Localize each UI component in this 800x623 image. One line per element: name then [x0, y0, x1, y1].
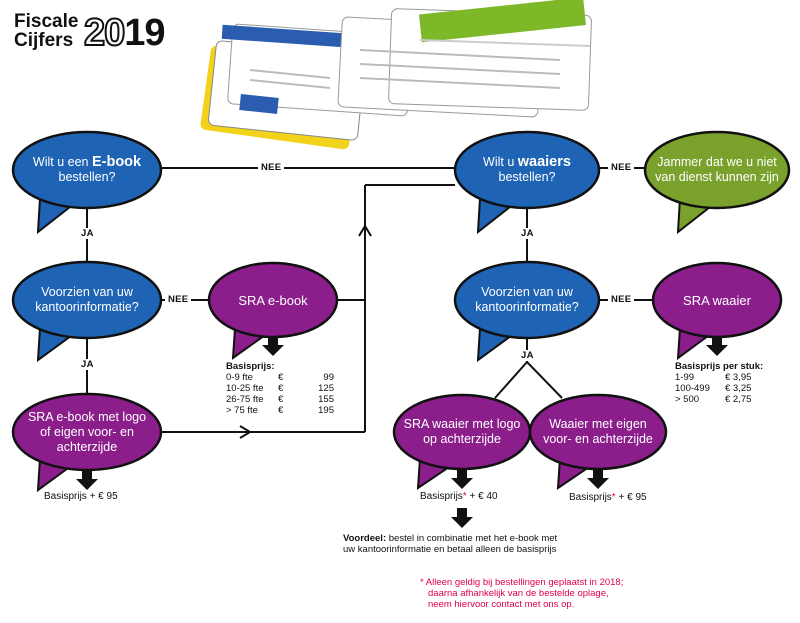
- waaier-q-emph: waaiers: [517, 154, 571, 170]
- sra-ebook-logo-text: SRA e-book met logo of eigen voor- en ac…: [15, 408, 159, 456]
- edge-label-ja: JA: [78, 359, 97, 370]
- edge-label-nee: NEE: [165, 294, 192, 305]
- voordeel-label: Voordeel:: [343, 533, 387, 544]
- waaier-eigen-line1: Waaier met eigen: [549, 417, 647, 431]
- header-year-solid: 19: [124, 12, 165, 54]
- header-word-cijfers: Cijfers: [14, 30, 74, 51]
- waaier-price-table: Basisprijs per stuk: 1-99€ 3,95 100-499€…: [675, 361, 763, 405]
- connectors: [86, 167, 652, 439]
- jammer-text: Jammer dat we u niet van dienst kunnen z…: [647, 150, 787, 190]
- sra-ebook-label: SRA e-book: [238, 292, 308, 308]
- edge-label-ja: JA: [518, 350, 537, 361]
- jammer-line2: van dienst kunnen zijn: [655, 170, 779, 184]
- waaier-q-line2: bestellen?: [498, 170, 556, 184]
- header-title: Fiscale Cijfers: [14, 12, 78, 50]
- ebook-q-line1: Wilt u een: [32, 155, 89, 169]
- waaier-eigen-line2: voor- en achterzijde: [543, 432, 653, 446]
- bubble-voorzien-left: [11, 260, 163, 340]
- ebook-price-table: Basisprijs: 0-9 fte€99 10-25 fte€125 26-…: [226, 361, 334, 416]
- waaier-eigen-text: Waaier met eigen voor- en achterzijde: [532, 414, 664, 450]
- sra-waaier-label: SRA waaier: [683, 292, 751, 308]
- price-row: 100-499€ 3,25: [675, 383, 752, 394]
- down-arrows: [76, 336, 728, 528]
- asterisk: *: [462, 491, 467, 502]
- sra-ebook-text: SRA e-book: [213, 290, 333, 310]
- voorzien-left-line2: kantoorinformatie?: [35, 300, 139, 314]
- edge-label-nee: NEE: [258, 162, 285, 173]
- price-row: 10-25 fte€125: [226, 383, 334, 394]
- header-year: 2019: [83, 12, 166, 54]
- price-row: 1-99€ 3,95: [675, 372, 752, 383]
- product-illustration: [200, 0, 592, 150]
- bubble-jammer: [643, 130, 791, 210]
- header-year-outline: 20: [83, 12, 126, 54]
- asterisk: *: [611, 492, 616, 503]
- voordeel-note: Voordeel: bestel in combinatie met het e…: [343, 533, 558, 555]
- footnote: * Alleen geldig bij bestellingen geplaat…: [420, 577, 624, 610]
- voorzien-left-text: Voorzien van uw kantoorinformatie?: [17, 280, 157, 320]
- ebook-q-line2: bestellen?: [58, 170, 116, 184]
- edge-label-ja: JA: [518, 228, 537, 239]
- edge-label-ja: JA: [78, 228, 97, 239]
- ebook-q-emph: E-book: [91, 154, 142, 170]
- waaier-price-title: Basisprijs per stuk:: [675, 361, 764, 372]
- bubble-voorzien-right: [453, 260, 601, 340]
- bubble-waaier-question: [453, 130, 601, 210]
- result-ebook-logo: Basisprijs + € 95: [44, 491, 118, 502]
- sra-waaier-text: SRA waaier: [657, 290, 777, 310]
- edge-label-nee: NEE: [608, 294, 635, 305]
- edge-label-nee: NEE: [608, 162, 635, 173]
- ebook-price-title: Basisprijs:: [226, 361, 275, 372]
- voorzien-right-line1: Voorzien van uw: [481, 285, 573, 299]
- result-waaier-eigen: Basisprijs* + € 95: [569, 492, 647, 503]
- price-row: > 500€ 2,75: [675, 394, 752, 405]
- voorzien-right-line2: kantoorinformatie?: [475, 300, 579, 314]
- price-row: 0-9 fte€99: [226, 372, 334, 383]
- sra-waaier-logo-line2: op achterzijde: [423, 432, 501, 446]
- sra-ebook-logo-line3: achterzijde: [56, 439, 118, 454]
- sra-waaier-logo-text: SRA waaier met logo op achterzijde: [396, 414, 528, 450]
- sra-ebook-logo-line2: of eigen voor- en: [40, 424, 134, 439]
- voorzien-right-text: Voorzien van uw kantoorinformatie?: [457, 280, 597, 320]
- waaier-question-text: Wilt u waaiers bestellen?: [457, 148, 597, 192]
- header-word-fiscale: Fiscale: [14, 11, 79, 32]
- waaier-q-line1: Wilt u: [483, 155, 515, 169]
- sra-waaier-logo-line1: SRA waaier met logo: [403, 417, 521, 431]
- price-row: > 75 fte€195: [226, 405, 334, 416]
- voorzien-left-line1: Voorzien van uw: [41, 285, 133, 299]
- bubble-ebook-question: [11, 130, 163, 210]
- jammer-line1: Jammer dat we u niet: [657, 155, 777, 169]
- sra-ebook-logo-line1: SRA e-book met logo: [27, 409, 147, 424]
- result-waaier-logo: Basisprijs* + € 40: [420, 491, 498, 502]
- price-row: 26-75 fte€155: [226, 394, 334, 405]
- ebook-question-text: Wilt u een E-book bestellen?: [17, 148, 157, 192]
